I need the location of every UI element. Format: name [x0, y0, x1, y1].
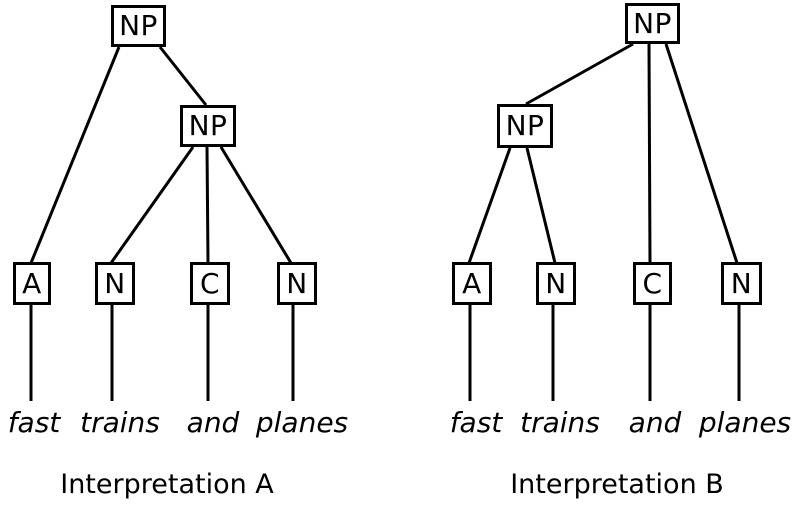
leaf-word-B-and: and: [628, 406, 682, 439]
edge-B-np-sub-n1: [525, 147, 557, 264]
edge-A-np-sub-n1: [109, 146, 195, 264]
node-A-a: A: [13, 262, 51, 305]
leaf-word-A-fast: fast: [7, 406, 61, 439]
node-B-n2: N: [721, 262, 762, 305]
edge-A-np-sub-c: [205, 146, 210, 264]
leaf-word-B-fast: fast: [449, 406, 503, 439]
edge-B-np-root-c: [647, 43, 652, 264]
node-B-a: A: [452, 262, 492, 305]
node-A-c: C: [190, 262, 230, 305]
node-B-c: C: [633, 262, 672, 305]
edge-A-np-root-np-sub: [158, 46, 208, 106]
node-A-np-sub: NP: [180, 105, 236, 147]
tree-caption-A: Interpretation A: [60, 469, 274, 500]
edge-B-np-root-n2: [664, 43, 739, 264]
leaf-word-B-trains: trains: [520, 406, 600, 439]
edge-A-np-root-a: [29, 46, 121, 264]
node-A-n2: N: [277, 262, 317, 305]
edge-B-np-root-np-sub: [525, 42, 634, 106]
node-A-n1: N: [95, 262, 135, 305]
node-B-np-root: NP: [625, 3, 680, 44]
edge-A-np-sub-n2: [219, 146, 293, 264]
leaf-word-A-and: and: [186, 406, 240, 439]
node-A-np-root: NP: [111, 5, 166, 47]
leaf-word-A-planes: planes: [255, 406, 349, 439]
leaf-word-A-trains: trains: [80, 406, 160, 439]
node-B-n1: N: [536, 262, 576, 305]
node-B-np-sub: NP: [497, 104, 553, 148]
edge-B-np-sub-a: [467, 147, 512, 264]
leaf-word-B-planes: planes: [698, 406, 792, 439]
tree-caption-B: Interpretation B: [510, 469, 724, 500]
